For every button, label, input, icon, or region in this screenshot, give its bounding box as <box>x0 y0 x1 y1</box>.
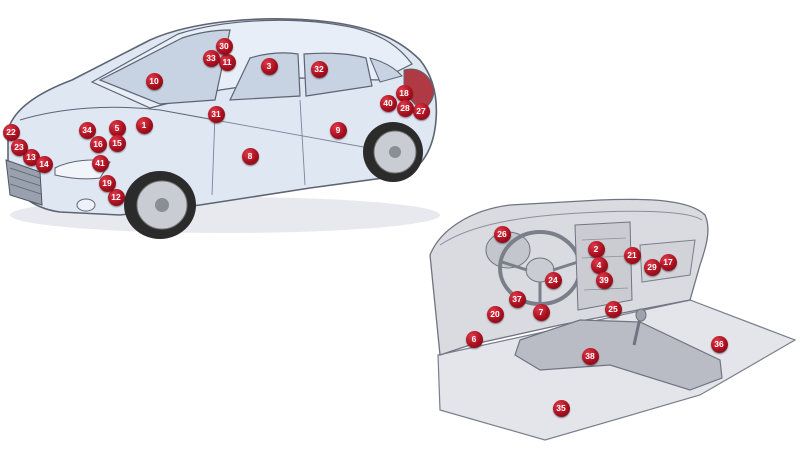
car-fog-light <box>76 198 96 212</box>
marker-22[interactable]: 22 <box>2 123 20 141</box>
car-door-lines <box>211 99 381 196</box>
marker-10[interactable]: 10 <box>145 72 163 90</box>
car-grille-slats <box>9 167 42 195</box>
car-quarter-glass <box>369 57 403 83</box>
marker-37[interactable]: 37 <box>508 290 526 308</box>
marker-25[interactable]: 25 <box>604 300 622 318</box>
marker-35[interactable]: 35 <box>552 399 570 417</box>
interior-dash-top <box>439 210 703 246</box>
interior-center-console <box>514 319 723 391</box>
car-front-window <box>229 52 301 101</box>
marker-38[interactable]: 38 <box>581 347 599 365</box>
car-grille <box>5 159 43 206</box>
marker-41[interactable]: 41 <box>91 154 109 172</box>
marker-32[interactable]: 32 <box>310 60 328 78</box>
marker-2[interactable]: 2 <box>587 240 605 258</box>
marker-3[interactable]: 3 <box>260 57 278 75</box>
marker-26[interactable]: 26 <box>493 225 511 243</box>
marker-24[interactable]: 24 <box>544 271 562 289</box>
marker-15[interactable]: 15 <box>108 134 126 152</box>
marker-5[interactable]: 5 <box>108 119 126 137</box>
marker-28[interactable]: 28 <box>396 99 414 117</box>
marker-21[interactable]: 21 <box>623 246 641 264</box>
marker-6[interactable]: 6 <box>465 330 483 348</box>
marker-31[interactable]: 31 <box>207 105 225 123</box>
marker-4[interactable]: 4 <box>590 256 608 274</box>
marker-12[interactable]: 12 <box>107 188 125 206</box>
car-front-wheel <box>124 171 196 239</box>
car-rear-wheel <box>363 122 423 182</box>
marker-23[interactable]: 23 <box>10 138 28 156</box>
car-windshield <box>98 29 231 105</box>
marker-19[interactable]: 19 <box>98 174 116 192</box>
marker-33[interactable]: 33 <box>202 49 220 67</box>
marker-14[interactable]: 14 <box>35 155 53 173</box>
marker-16[interactable]: 16 <box>89 135 107 153</box>
marker-20[interactable]: 20 <box>486 305 504 323</box>
marker-8[interactable]: 8 <box>241 147 259 165</box>
marker-27[interactable]: 27 <box>412 102 430 120</box>
marker-40[interactable]: 40 <box>379 94 397 112</box>
marker-18[interactable]: 18 <box>395 84 413 102</box>
marker-17[interactable]: 17 <box>659 253 677 271</box>
marker-1[interactable]: 1 <box>135 116 153 134</box>
marker-9[interactable]: 9 <box>329 121 347 139</box>
marker-34[interactable]: 34 <box>78 121 96 139</box>
marker-30[interactable]: 30 <box>215 37 233 55</box>
marker-39[interactable]: 39 <box>595 271 613 289</box>
interior-center-stack-lines <box>581 237 629 291</box>
marker-29[interactable]: 29 <box>643 258 661 276</box>
interior-gear-lever <box>632 308 647 346</box>
marker-36[interactable]: 36 <box>710 335 728 353</box>
marker-7[interactable]: 7 <box>532 303 550 321</box>
marker-13[interactable]: 13 <box>22 148 40 166</box>
marker-11[interactable]: 11 <box>218 53 236 71</box>
car-hood-line <box>19 106 216 121</box>
